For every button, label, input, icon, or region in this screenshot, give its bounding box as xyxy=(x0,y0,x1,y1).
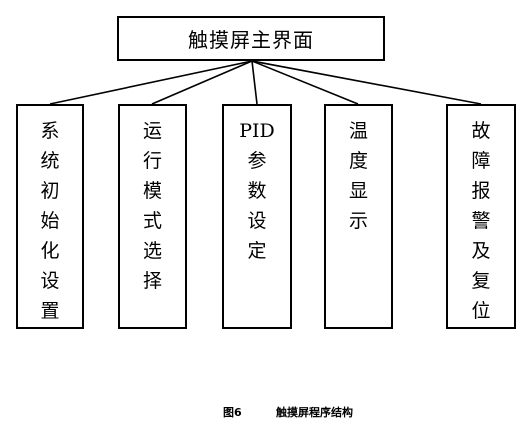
node-text-line: 择 xyxy=(142,270,162,292)
figure-number: 图6 xyxy=(223,406,242,419)
node-text-line: 式 xyxy=(142,210,162,232)
root-node-label: 触摸屏主界面 xyxy=(188,28,314,52)
node-text-line: 参 xyxy=(247,150,267,172)
node-text-line: 系 xyxy=(40,120,60,142)
connector-line-mode xyxy=(151,60,253,105)
node-text-line: 及 xyxy=(471,240,491,262)
child-node-run-mode-select: 运 行 模 式 选 择 xyxy=(118,104,187,329)
node-text-line: 报 xyxy=(471,180,491,202)
node-text-line: 行 xyxy=(142,150,162,172)
node-text-line: 显 xyxy=(348,180,368,202)
node-text-line: 始 xyxy=(40,210,60,232)
figure-caption: 图6 触摸屏程序结构 xyxy=(0,404,530,422)
node-text-line: 复 xyxy=(471,270,491,292)
node-text-line: 设 xyxy=(247,210,267,232)
node-text-line: PID xyxy=(239,120,275,142)
node-text-line: 定 xyxy=(247,240,267,262)
connector-line-pid xyxy=(251,60,258,105)
node-text-line: 运 xyxy=(142,120,162,142)
child-node-temperature-display: 温 度 显 示 xyxy=(324,104,393,329)
child-node-system-init: 系 统 初 始 化 设 置 xyxy=(16,104,84,329)
figure-title: 触摸屏程序结构 xyxy=(276,406,353,419)
node-text-line: 警 xyxy=(471,210,491,232)
node-text-line: 设 xyxy=(40,270,60,292)
node-text-line: 数 xyxy=(247,180,267,202)
node-text-line: 度 xyxy=(348,150,368,172)
node-text-line: 障 xyxy=(471,150,491,172)
node-text-line: 故 xyxy=(471,120,491,142)
node-text-line: 化 xyxy=(40,240,60,262)
connector-line-temp xyxy=(251,60,359,105)
connector-line-init xyxy=(49,60,253,105)
node-text-line: 选 xyxy=(142,240,162,262)
connector-line-fault xyxy=(251,60,482,105)
child-node-pid-params: PID 参 数 设 定 xyxy=(222,104,292,329)
node-text-line: 置 xyxy=(40,300,60,322)
node-text-line: 模 xyxy=(142,180,162,202)
node-text-line: 初 xyxy=(40,180,60,202)
node-text-line: 统 xyxy=(40,150,60,172)
node-text-line: 位 xyxy=(471,300,491,322)
child-node-fault-alarm-reset: 故 障 报 警 及 复 位 xyxy=(446,104,516,329)
root-node-touchscreen-main: 触摸屏主界面 xyxy=(117,16,385,61)
node-text-line: 示 xyxy=(348,210,368,232)
node-text-line: 温 xyxy=(348,120,368,142)
